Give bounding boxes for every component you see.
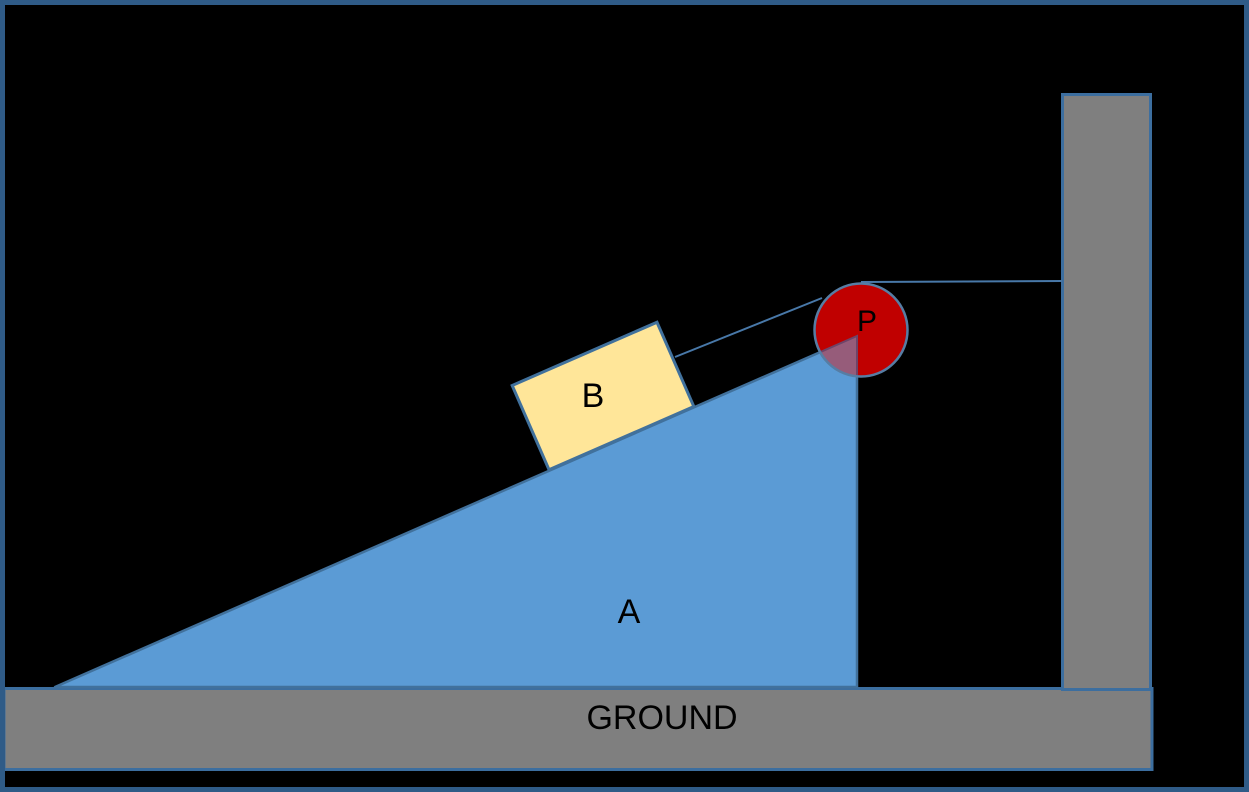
ground-bar [2, 687, 1154, 771]
block [510, 320, 696, 472]
wall [1061, 93, 1152, 691]
pulley-rim [813, 282, 909, 378]
block-group [510, 320, 696, 472]
pulley-label: P [857, 305, 877, 338]
rope-pulley-to-wall [860, 280, 1063, 283]
block-label: B [582, 377, 605, 415]
ground-label: GROUND [586, 699, 737, 737]
rope-block-to-pulley [674, 297, 823, 358]
incline-label: A [618, 593, 641, 631]
